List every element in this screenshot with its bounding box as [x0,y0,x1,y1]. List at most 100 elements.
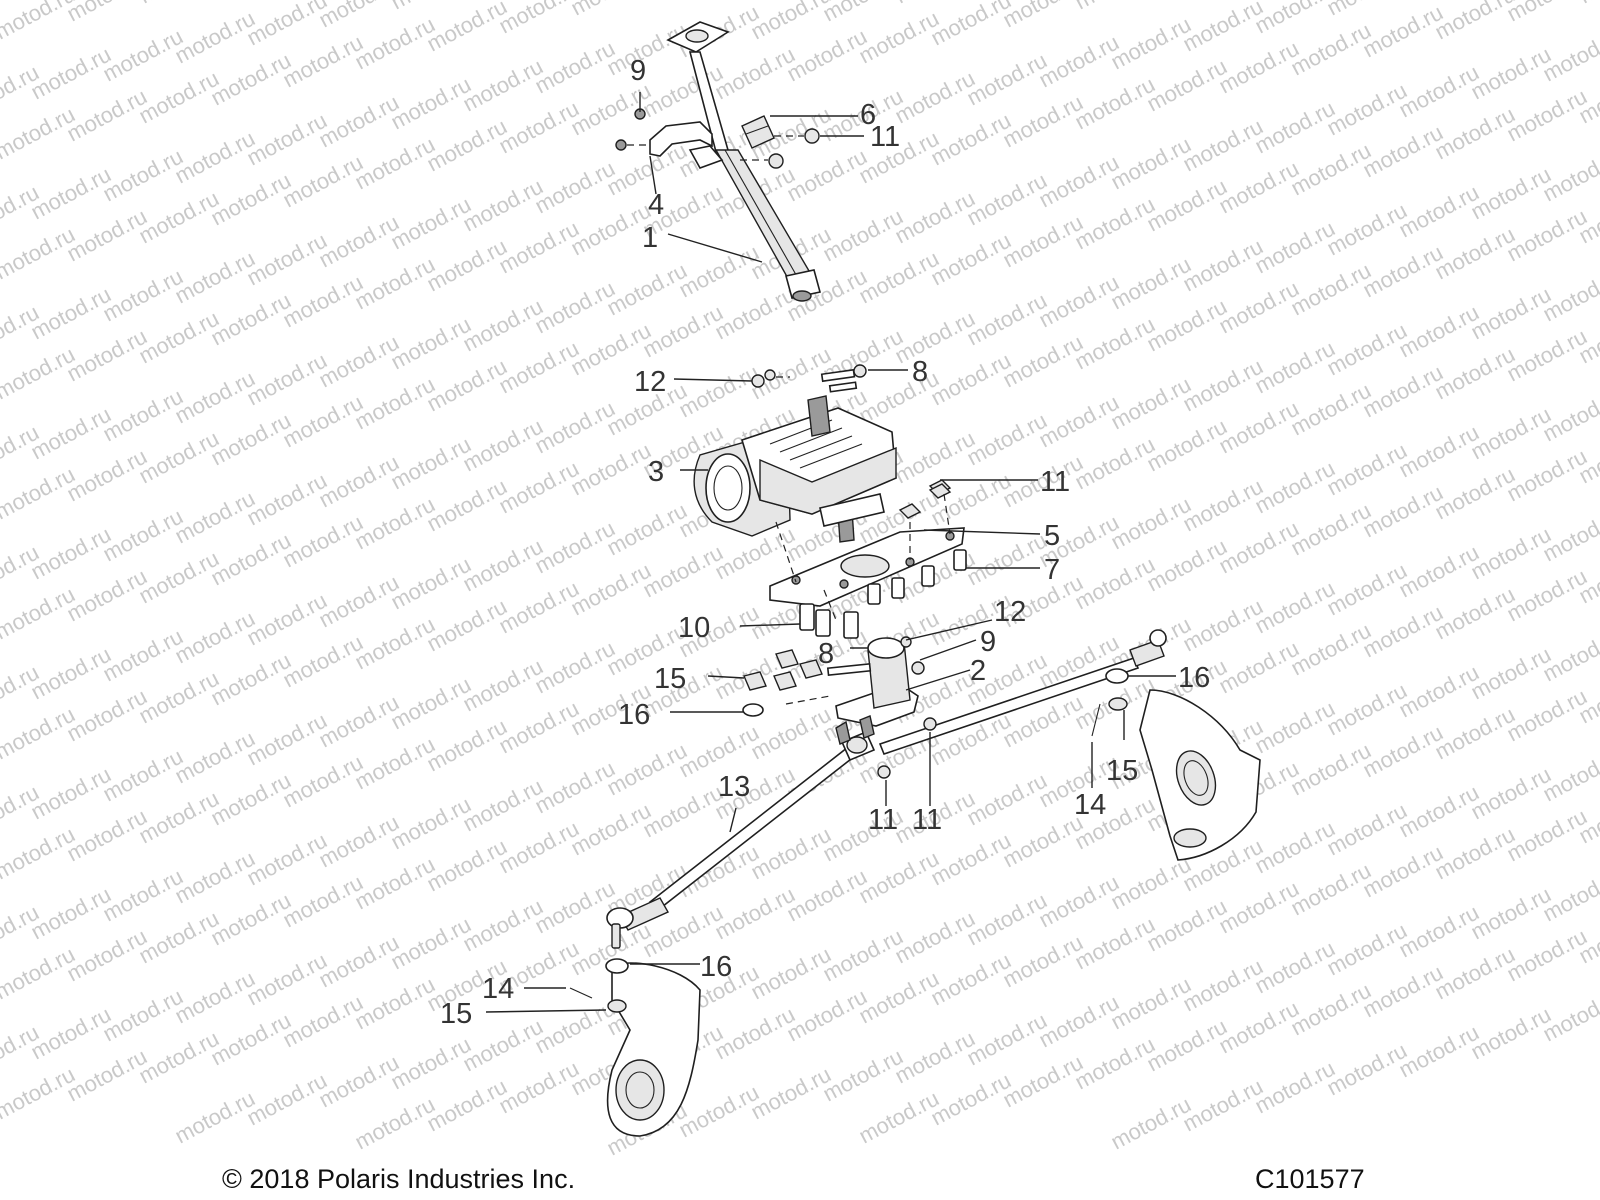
left-washers [742,649,831,717]
watermark-text: motod.ru [459,774,547,837]
watermark-text: motod.ru [999,210,1087,273]
watermark-text: motod.ru [1395,180,1483,243]
watermark-text: motod.ru [423,234,511,297]
watermark-text: motod.ru [1107,372,1195,435]
watermark-text: motod.ru [1143,54,1231,117]
watermark-text: motod.ru [1359,120,1447,183]
callout-11-top: 11 [870,121,900,153]
watermark-text: motod.ru [315,90,403,153]
watermark-text: motod.ru [1287,18,1375,81]
watermark-text: motod.ru [819,1044,907,1107]
watermark-text: motod.ru [351,972,439,1035]
watermark-text: motod.ru [1287,858,1375,921]
watermark-text: motod.ru [1215,996,1303,1059]
watermark-text: motod.ru [63,1044,151,1107]
watermark-text: motod.ru [459,654,547,717]
watermark-text: motod.ru [891,1026,979,1089]
watermark-text: motod.ru [1035,390,1123,453]
watermark-text: motod.ru [63,84,151,147]
watermark-text: motod.ru [387,792,475,855]
watermark-text: motod.ru [171,486,259,549]
watermark-text: motod.ru [1323,558,1411,621]
watermark-text: motod.ru [1179,234,1267,297]
watermark-text: motod.ru [459,294,547,357]
watermark-text: motod.ru [1323,1038,1411,1101]
watermark-text: motod.ru [1323,678,1411,741]
watermark-text: motod.ru [1395,900,1483,963]
watermark-text: motod.ru [1503,324,1591,387]
watermark-text: motod.ru [891,306,979,369]
callout-3: 3 [648,456,664,488]
mounting-plate [769,527,965,607]
watermark-text: motod.ru [351,372,439,435]
watermark-text: motod.ru [207,408,295,471]
diagram-code: C101577 [1255,1164,1365,1194]
watermark-text: motod.ru [1323,918,1411,981]
watermark-text: motod.ru [315,450,403,513]
watermark-text: motod.ru [63,924,151,987]
watermark-text: motod.ru [1179,594,1267,657]
watermark-text: motod.ru [531,876,619,939]
callout-15-bottom: 15 [440,998,472,1030]
watermark-text: motod.ru [171,1086,259,1149]
watermark-text: motod.ru [99,624,187,687]
watermark-text: motod.ru [1287,258,1375,321]
ujoint-bolt-nut [751,364,867,393]
watermark-text: motod.ru [999,90,1087,153]
watermark-text: motod.ru [63,444,151,507]
watermark-text: motod.ru [1035,30,1123,93]
watermark-text: motod.ru [1035,150,1123,213]
watermark-text: motod.ru [135,546,223,609]
watermark-text: motod.ru [567,0,655,20]
watermark-text: motod.ru [423,354,511,417]
watermark-text: motod.ru [1395,1020,1483,1083]
watermark-text: motod.ru [351,492,439,555]
watermark-text: motod.ru [279,630,367,693]
watermark-text: motod.ru [1251,456,1339,519]
watermark-text: motod.ru [387,552,475,615]
watermark-text: motod.ru [1143,414,1231,477]
callout-7: 7 [1044,554,1060,586]
watermark-text: motod.ru [279,990,367,1053]
watermark-text: motod.ru [1071,1032,1159,1095]
callout-15-right: 15 [1106,755,1138,787]
watermark-text: motod.ru [351,132,439,195]
watermark-text: motod.ru [135,1026,223,1089]
watermark-text: motod.ru [495,816,583,879]
callout-9-lower: 9 [980,626,996,658]
watermark-text: motod.ru [27,42,115,105]
watermark-text: motod.ru [783,864,871,927]
watermark-text: motod.ru [1323,438,1411,501]
column-clamp [649,115,775,169]
watermark-text: motod.ru [495,336,583,399]
watermark-text: motod.ru [1107,132,1195,195]
watermark-text: motod.ru [963,168,1051,231]
watermark-text: motod.ru [927,948,1015,1011]
watermark-text: motod.ru [351,252,439,315]
watermark-text: motod.ru [1503,924,1591,987]
watermark-text: motod.ru [171,366,259,429]
watermark-text: motod.ru [207,288,295,351]
watermark-text: motod.ru [171,966,259,1029]
callout-1: 1 [642,222,658,254]
watermark-text: motod.ru [855,966,943,1029]
watermark-text: motod.ru [1251,336,1339,399]
gear-nuts [898,479,952,519]
callout-13: 13 [718,771,750,803]
watermark-text: motod.ru [171,246,259,309]
watermark-text: motod.ru [1359,840,1447,903]
tie-rods [606,629,1167,949]
watermark-text: motod.ru [99,984,187,1047]
watermark-text: motod.ru [1431,582,1519,645]
watermark-text: motod.ru [855,366,943,429]
watermark-text: motod.ru [1179,1074,1267,1137]
watermark-text: motod.ru [531,636,619,699]
watermark-text: motod.ru [783,144,871,207]
watermark-text: motod.ru [1503,0,1591,26]
watermark-text: motod.ru [135,666,223,729]
watermark-text: motod.ru [1503,444,1591,507]
watermark-text: motod.ru [531,276,619,339]
watermark-text: motod.ru [135,786,223,849]
watermark-text: motod.ru [1467,882,1555,945]
